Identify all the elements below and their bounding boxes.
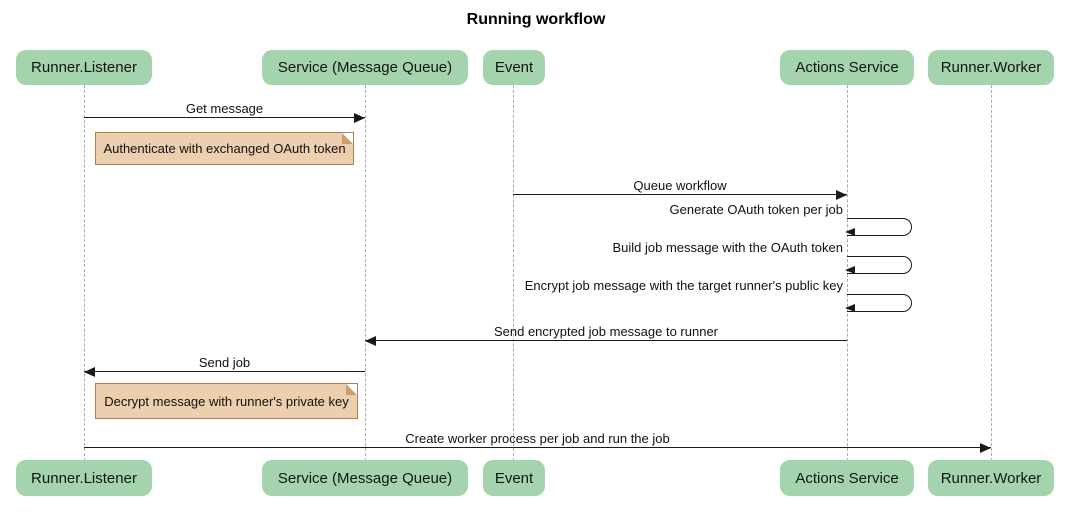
message-line bbox=[84, 371, 365, 372]
message-label: Send encrypted job message to runner bbox=[493, 324, 719, 339]
message-line bbox=[513, 194, 847, 195]
arrowhead-left-icon bbox=[845, 304, 855, 312]
message-label: Generate OAuth token per job bbox=[669, 202, 843, 217]
message-line bbox=[84, 447, 991, 448]
self-loop bbox=[845, 256, 912, 274]
arrowhead-right-icon bbox=[836, 190, 847, 200]
message-label: Encrypt job message with the target runn… bbox=[524, 278, 843, 293]
arrowhead-left-icon bbox=[845, 266, 855, 274]
message-label: Build job message with the OAuth token bbox=[612, 240, 843, 255]
diagram-title: Running workflow bbox=[466, 11, 606, 28]
lifeline-event bbox=[513, 85, 514, 461]
lifeline-runner-listener bbox=[84, 85, 85, 461]
self-loop bbox=[845, 294, 912, 312]
participant-service-message-queue-top: Service (Message Queue) bbox=[262, 50, 468, 85]
arrowhead-left-icon bbox=[84, 367, 95, 377]
message-label: Create worker process per job and run th… bbox=[405, 431, 670, 446]
note-authenticate: Authenticate with exchanged OAuth token bbox=[95, 132, 354, 165]
participant-service-message-queue-bottom: Service (Message Queue) bbox=[262, 460, 468, 496]
message-label: Send job bbox=[198, 355, 251, 370]
participant-runner-listener-top: Runner.Listener bbox=[16, 50, 152, 85]
note-fold-icon bbox=[342, 133, 353, 144]
message-label: Queue workflow bbox=[633, 178, 727, 193]
note-decrypt: Decrypt message with runner's private ke… bbox=[95, 383, 358, 419]
note-fold-icon bbox=[346, 384, 357, 395]
participant-runner-worker-top: Runner.Worker bbox=[928, 50, 1054, 85]
lifeline-runner-worker bbox=[991, 85, 992, 461]
message-line bbox=[84, 117, 365, 118]
arrowhead-right-icon bbox=[980, 443, 991, 453]
note-text: Decrypt message with runner's private ke… bbox=[104, 393, 349, 409]
note-text: Authenticate with exchanged OAuth token bbox=[103, 141, 346, 156]
participant-event-top: Event bbox=[483, 50, 545, 85]
arrowhead-left-icon bbox=[845, 228, 855, 236]
arrowhead-right-icon bbox=[354, 113, 365, 123]
participant-actions-service-top: Actions Service bbox=[780, 50, 914, 85]
lifeline-service-message-queue bbox=[365, 85, 366, 461]
message-label: Get message bbox=[185, 101, 264, 116]
participant-event-bottom: Event bbox=[483, 460, 545, 496]
participant-runner-listener-bottom: Runner.Listener bbox=[16, 460, 152, 496]
participant-runner-worker-bottom: Runner.Worker bbox=[928, 460, 1054, 496]
message-line bbox=[365, 340, 847, 341]
self-loop bbox=[845, 218, 912, 236]
arrowhead-left-icon bbox=[365, 336, 376, 346]
participant-actions-service-bottom: Actions Service bbox=[780, 460, 914, 496]
